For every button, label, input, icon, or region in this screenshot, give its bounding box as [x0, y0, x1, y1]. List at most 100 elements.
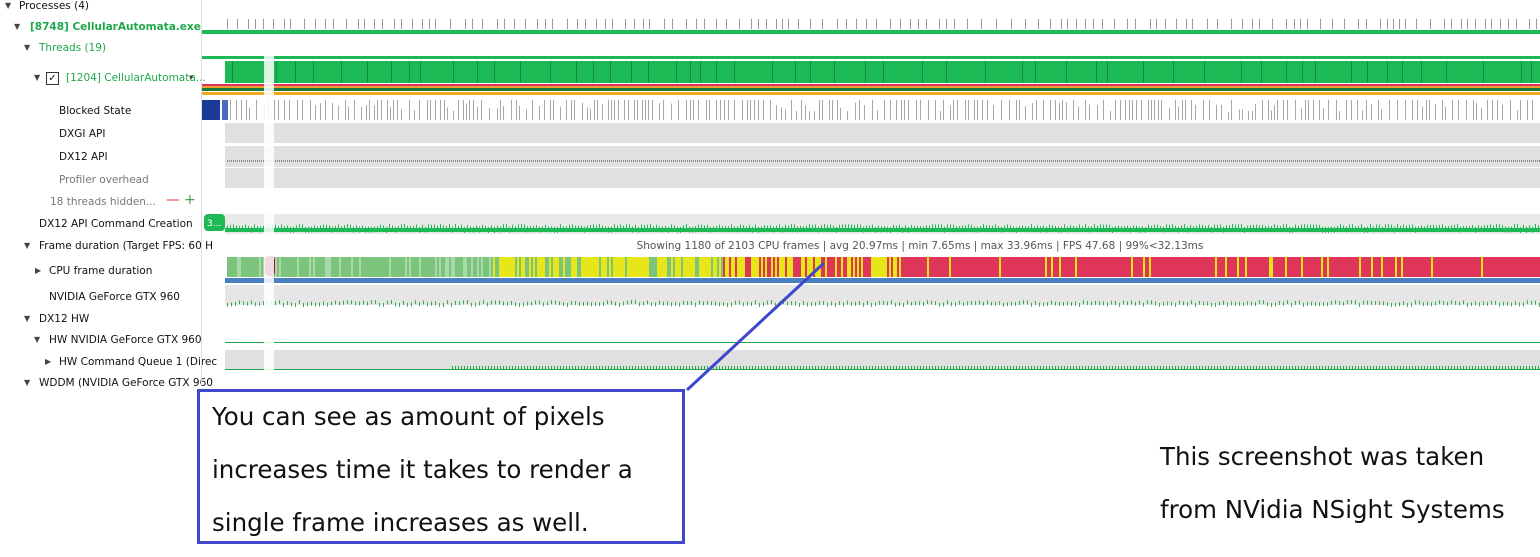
gpu-frame-tick	[1047, 302, 1048, 307]
command-creation-tick	[1364, 226, 1365, 233]
dx12-api-tick	[1355, 160, 1356, 162]
cpu-frame-bar	[967, 257, 969, 277]
hw-queue-tick	[1478, 366, 1479, 369]
gpu-frame-tick	[1019, 301, 1020, 306]
tree-row-dx12-hw[interactable]: ▼ DX12 HW	[0, 310, 201, 328]
dropdown-arrow-icon[interactable]: ▾	[189, 73, 194, 82]
cpu-frame-bar	[1197, 257, 1199, 277]
thread-tick	[1096, 61, 1097, 83]
command-creation-tick	[656, 224, 657, 231]
hw-queue-tick	[929, 366, 930, 369]
tree-row-hw-queue[interactable]: ▶ HW Command Queue 1 (Direc	[0, 353, 217, 371]
gpu-frame-tick	[551, 300, 552, 305]
cpu-frame-bar	[1409, 257, 1411, 277]
chevron-down-icon[interactable]: ▼	[24, 241, 31, 250]
timeline-tracks[interactable]: Showing 1180 of 2103 CPU frames | avg 20…	[201, 0, 1540, 392]
chevron-down-icon[interactable]: ▼	[34, 73, 41, 82]
gpu-frame-tick	[451, 302, 452, 307]
command-creation-block[interactable]	[204, 214, 225, 231]
hw-queue-tick	[1328, 366, 1329, 369]
tree-row-dxgi-api[interactable]: DXGI API	[59, 128, 106, 140]
command-creation-tick	[1301, 224, 1302, 231]
command-creation-tick	[902, 226, 903, 233]
chevron-right-icon[interactable]: ▶	[35, 266, 42, 275]
tree-row-thread[interactable]: ▼ ✓ [1204] CellularAutomata... ▾	[0, 69, 206, 87]
tree-row-frame-duration[interactable]: ▼ Frame duration (Target FPS: 60 H	[0, 237, 213, 255]
chevron-down-icon[interactable]: ▼	[24, 314, 31, 323]
gpu-frame-tick	[787, 301, 788, 306]
hide-thread-icon[interactable]: —	[166, 192, 180, 208]
chevron-down-icon[interactable]: ▼	[24, 43, 31, 52]
dx12-api-tick	[989, 160, 990, 162]
tree-row-cpu-frame-duration[interactable]: ▶ CPU frame duration	[0, 262, 201, 280]
thread-tick	[1261, 61, 1262, 83]
blocked-state-tick	[249, 107, 250, 120]
hw-queue-tick	[1409, 366, 1410, 369]
tree-row-process[interactable]: ▼ [8748] CellularAutomata.exe	[0, 18, 201, 36]
thread-state-red	[202, 84, 1540, 86]
hw-queue-tick	[1130, 366, 1131, 369]
command-creation-tick	[1046, 226, 1047, 233]
command-creation-tick	[1121, 226, 1122, 233]
gpu-frame-tick	[1431, 302, 1432, 307]
chevron-down-icon[interactable]: ▼	[5, 1, 12, 10]
dx12-api-tick	[789, 160, 790, 162]
chevron-down-icon[interactable]: ▼	[24, 378, 31, 387]
tree-row-gpu-frame[interactable]: NVIDIA GeForce GTX 960	[49, 291, 180, 303]
command-creation-tick	[1373, 226, 1374, 233]
command-creation-tick	[803, 226, 804, 233]
hw-queue-tick	[650, 366, 651, 369]
command-creation-tick	[1397, 224, 1398, 231]
chevron-down-icon[interactable]: ▼	[34, 335, 41, 344]
dx12-api-tick	[653, 160, 654, 162]
cpu-frame-bar	[259, 257, 261, 277]
thread-checkbox[interactable]: ✓	[46, 72, 59, 85]
tree-row-command-creation[interactable]: DX12 API Command Creation	[39, 218, 193, 230]
tree-row-dx12-api[interactable]: DX12 API	[59, 151, 108, 163]
tree-row-hw-gpu[interactable]: ▼ HW NVIDIA GeForce GTX 960	[0, 331, 202, 349]
blocked-state-tick	[1009, 100, 1010, 120]
command-creation-tick	[1019, 225, 1020, 232]
command-creation-tick	[983, 224, 984, 231]
dx12-api-tick	[941, 160, 942, 162]
gpu-frame-tick	[1183, 301, 1184, 306]
chevron-down-icon[interactable]: ▼	[14, 22, 21, 31]
blocked-state-tick	[338, 105, 339, 120]
gpu-frame-tick	[1223, 300, 1224, 305]
tree-row-threads[interactable]: ▼ Threads (19)	[0, 39, 201, 57]
process-tick	[1508, 19, 1509, 29]
dx12-api-tick	[1071, 160, 1072, 162]
hw-queue-tick	[1418, 366, 1419, 369]
tree-row-wddm[interactable]: ▼ WDDM (NVIDIA GeForce GTX 960	[0, 374, 213, 392]
process-tick	[315, 19, 316, 29]
gpu-frame-tick	[1375, 300, 1376, 305]
cpu-frame-bar	[631, 257, 633, 277]
dx12-api-tick	[1489, 160, 1490, 162]
command-creation-tick	[1049, 224, 1050, 231]
cpu-frame-bar	[1453, 257, 1455, 277]
dx12-api-tick	[491, 160, 492, 162]
hw-queue-tick	[452, 366, 453, 369]
dx12-api-tick	[489, 160, 490, 162]
cpu-frame-bar	[1537, 257, 1539, 277]
cpu-frame-bar	[1483, 257, 1485, 277]
command-creation-tick	[1346, 226, 1347, 233]
timeline-canvas[interactable]: Showing 1180 of 2103 CPU frames | avg 20…	[202, 0, 1540, 392]
process-tick	[435, 19, 436, 29]
tree-row-blocked-state[interactable]: Blocked State	[59, 105, 132, 117]
cpu-frame-bar	[1061, 257, 1063, 277]
show-thread-icon[interactable]: +	[184, 192, 196, 208]
tree-row-profiler-overhead[interactable]: Profiler overhead	[59, 174, 149, 186]
cpu-frame-bar	[1345, 257, 1347, 277]
command-creation-tick	[1082, 226, 1083, 233]
cpu-frame-bar	[517, 257, 519, 277]
chevron-right-icon[interactable]: ▶	[45, 357, 52, 366]
dx12-api-tick	[1169, 160, 1170, 162]
tree-row-processes[interactable]: ▼ Processes (4)	[0, 0, 201, 15]
tree-row-threads-hidden[interactable]: 18 threads hidden... — +	[50, 192, 196, 208]
command-creation-tick	[1130, 226, 1131, 233]
command-creation-tick	[1031, 224, 1032, 231]
command-creation-tick	[1340, 224, 1341, 231]
dx12-api-tick	[591, 160, 592, 162]
gpu-frame-tick	[827, 302, 828, 307]
